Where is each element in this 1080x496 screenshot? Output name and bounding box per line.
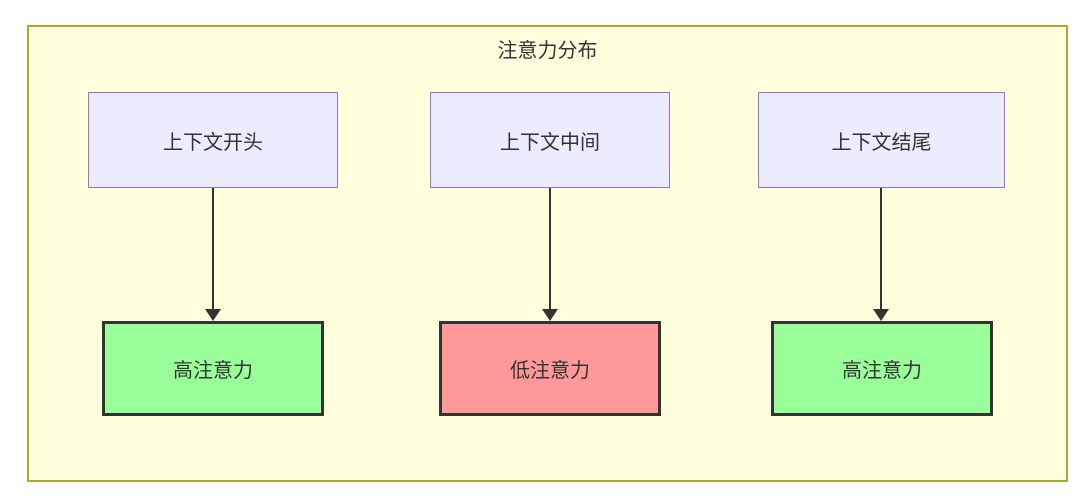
node-context-end: 上下文结尾 — [758, 92, 1005, 188]
node-context-beginning: 上下文开头 — [88, 92, 338, 188]
node-high-attention-right-label: 高注意力 — [842, 360, 922, 382]
arrow-beginning-to-high — [205, 188, 221, 321]
node-high-attention-left-label: 高注意力 — [173, 360, 253, 382]
node-context-end-label: 上下文结尾 — [831, 131, 932, 154]
node-low-attention-middle: 低注意力 — [439, 321, 661, 416]
node-context-middle: 上下文中间 — [430, 92, 670, 188]
node-high-attention-left: 高注意力 — [102, 321, 324, 416]
diagram-title: 注意力分布 — [497, 40, 598, 62]
node-context-beginning-label: 上下文开头 — [163, 131, 263, 154]
node-context-middle-label: 上下文中间 — [500, 131, 600, 154]
arrow-end-to-high — [873, 188, 889, 321]
node-low-attention-middle-label: 低注意力 — [510, 360, 590, 382]
arrow-middle-to-low — [542, 188, 558, 321]
node-high-attention-right: 高注意力 — [771, 321, 993, 416]
